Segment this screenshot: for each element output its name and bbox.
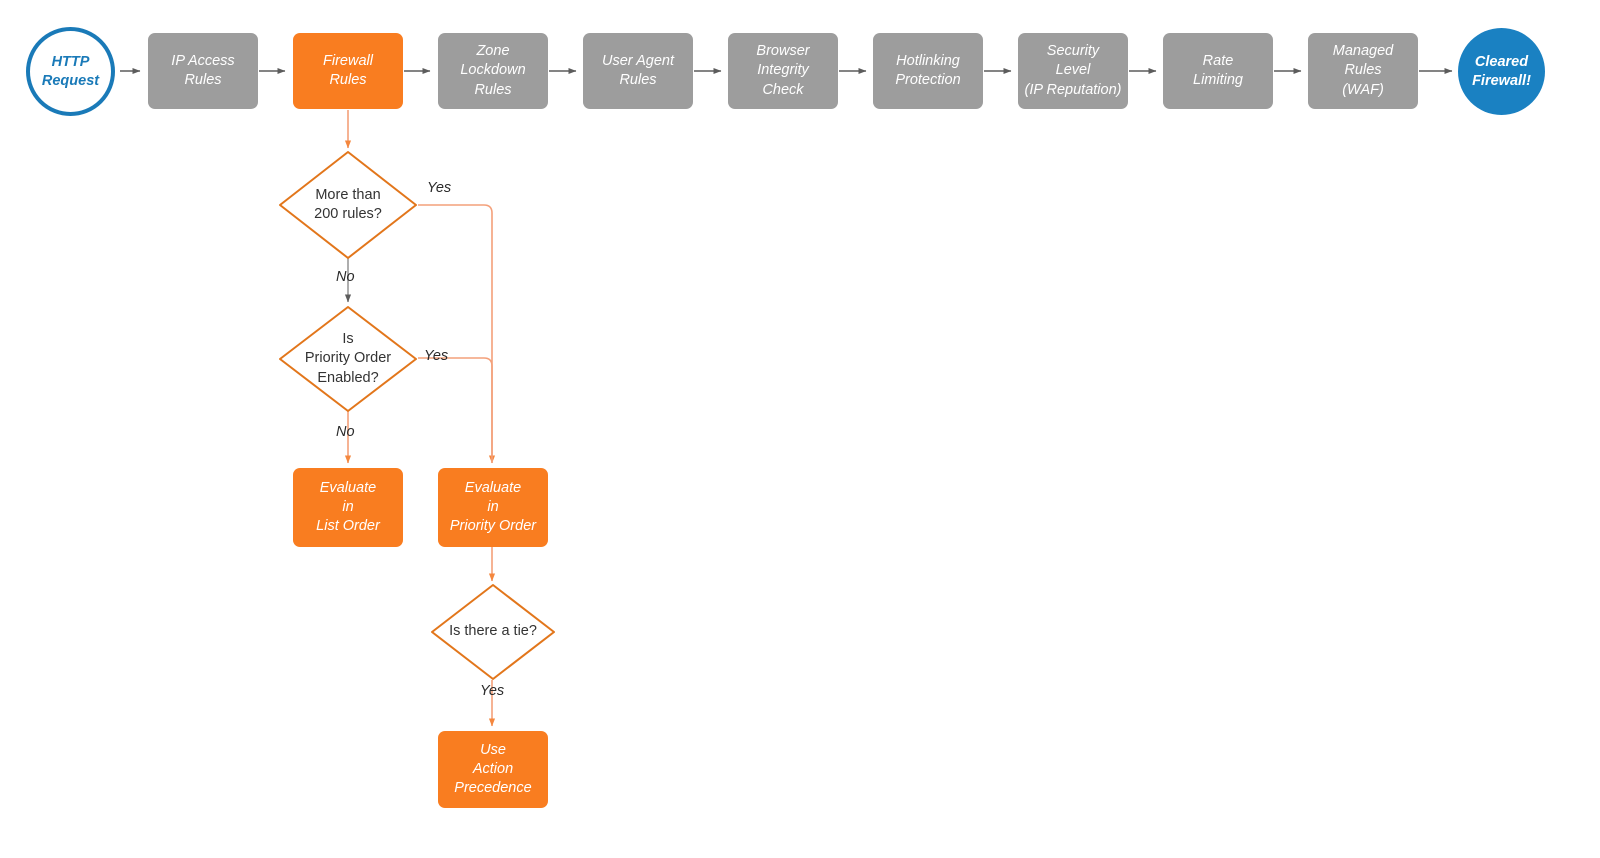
terminator-http-request[interactable]: HTTP Request	[26, 27, 115, 116]
decision-rule-count-shape	[279, 151, 417, 259]
decision-priority-order-label: Is Priority Order Enabled?	[304, 331, 392, 386]
edge-label-priority-order-no: No	[336, 424, 355, 440]
node-rate-limiting[interactable]: Rate Limiting	[1163, 33, 1273, 109]
node-managed-rules-waf-label: Managed Rules (WAF)	[1332, 43, 1394, 98]
node-managed-rules-waf[interactable]: Managed Rules (WAF)	[1308, 33, 1418, 109]
edge-label-rule-count-yes: Yes	[427, 180, 452, 196]
edge-label-rule-count-no: No	[336, 269, 355, 285]
decision-priority-order[interactable]: Is Priority Order Enabled?	[278, 305, 418, 413]
node-browser-integrity-check[interactable]: Browser Integrity Check	[728, 33, 838, 109]
outcome-evaluate-priority-order-label: Evaluate in Priority Order	[449, 479, 537, 535]
edge-rule-count-yes	[418, 204, 496, 464]
edge-label-tie-yes: Yes	[480, 683, 505, 699]
node-firewall-rules-label: Firewall Rules	[323, 52, 373, 88]
terminator-cleared-firewall[interactable]: Cleared Firewall!	[1458, 28, 1545, 115]
outcome-evaluate-priority-order[interactable]: Evaluate in Priority Order	[438, 468, 548, 547]
outcome-use-action-precedence[interactable]: Use Action Precedence	[438, 731, 548, 808]
node-hotlinking-protection-label: Hotlinking Protection	[895, 52, 961, 88]
node-security-level[interactable]: Security Level (IP Reputation)	[1018, 33, 1128, 109]
decision-rule-count-label: More than 200 rules?	[314, 186, 382, 222]
edge-label-priority-order-yes: Yes	[424, 348, 449, 364]
node-hotlinking-protection[interactable]: Hotlinking Protection	[873, 33, 983, 109]
node-zone-lockdown-rules-label: Zone Lockdown Rules	[460, 43, 526, 98]
outcome-use-action-precedence-label: Use Action Precedence	[454, 741, 532, 797]
node-ip-access-rules[interactable]: IP Access Rules	[148, 33, 258, 109]
edge-priority-order-yes	[418, 357, 493, 463]
node-ip-access-rules-label: IP Access Rules	[171, 52, 235, 88]
node-zone-lockdown-rules[interactable]: Zone Lockdown Rules	[438, 33, 548, 109]
node-security-level-label: Security Level (IP Reputation)	[1024, 43, 1122, 98]
node-rate-limiting-label: Rate Limiting	[1193, 52, 1243, 88]
node-browser-integrity-check-label: Browser Integrity Check	[756, 43, 810, 98]
decision-rule-count[interactable]: More than 200 rules?	[278, 150, 418, 260]
decision-priority-order-shape	[279, 306, 417, 412]
terminator-http-request-label: HTTP Request	[41, 53, 100, 89]
decision-tie[interactable]: Is there a tie?	[430, 583, 556, 681]
node-firewall-rules[interactable]: Firewall Rules	[293, 33, 403, 109]
decision-tie-shape	[431, 584, 555, 680]
outcome-evaluate-list-order-label: Evaluate in List Order	[316, 479, 380, 535]
node-user-agent-rules[interactable]: User Agent Rules	[583, 33, 693, 109]
outcome-evaluate-list-order[interactable]: Evaluate in List Order	[293, 468, 403, 547]
terminator-cleared-firewall-label: Cleared Firewall!	[1472, 53, 1531, 89]
decision-tie-label: Is there a tie?	[449, 623, 537, 640]
node-user-agent-rules-label: User Agent Rules	[602, 52, 674, 88]
